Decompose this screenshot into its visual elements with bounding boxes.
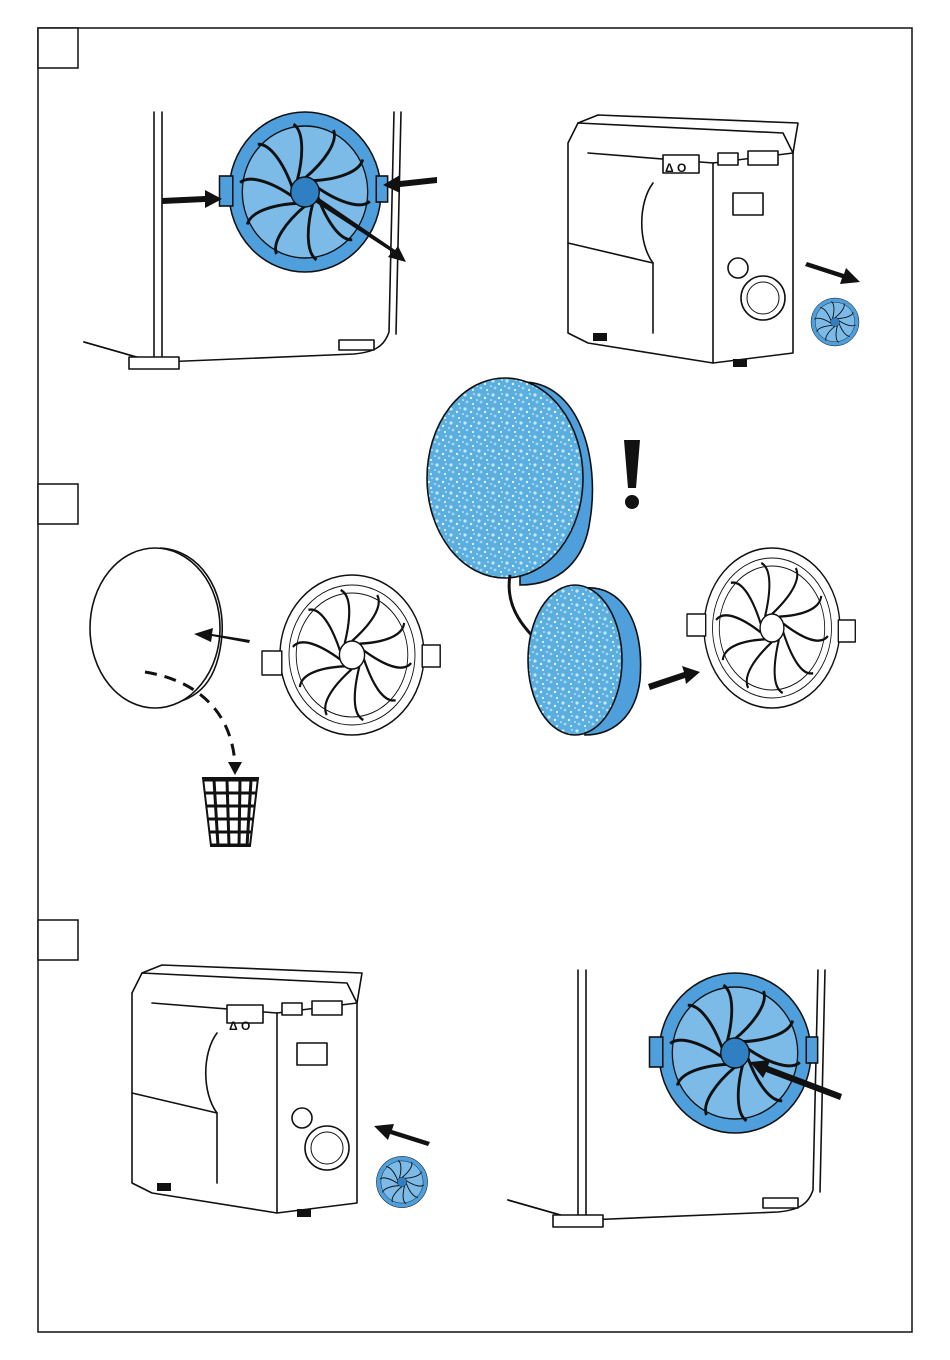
step-box-1 [38, 28, 78, 68]
fan-filter-icon [811, 298, 859, 346]
warning-symbols: Δ O [229, 1019, 250, 1033]
warning-symbols: Δ O [665, 161, 686, 175]
step-box-3 [38, 920, 78, 960]
warning-exclamation-icon [624, 440, 640, 509]
filter-frame-icon [687, 548, 855, 708]
arrow-icon [374, 1124, 430, 1146]
arrow-icon [805, 262, 860, 284]
foam-pad-icon [427, 378, 592, 585]
fan-filter-icon [220, 112, 388, 272]
fan-filter-icon [650, 973, 818, 1133]
old-pad-icon [90, 548, 222, 708]
trash-basket-icon [203, 778, 258, 846]
device-unit-2: Δ O [132, 965, 362, 1217]
fan-filter-icon [376, 1156, 427, 1207]
filter-frame-icon [262, 575, 440, 735]
arrow-icon [648, 666, 700, 690]
foam-pad-icon [528, 585, 641, 735]
device-unit-1: Δ O [568, 115, 798, 367]
step-box-2 [38, 484, 78, 524]
arrow-icon [228, 762, 242, 775]
